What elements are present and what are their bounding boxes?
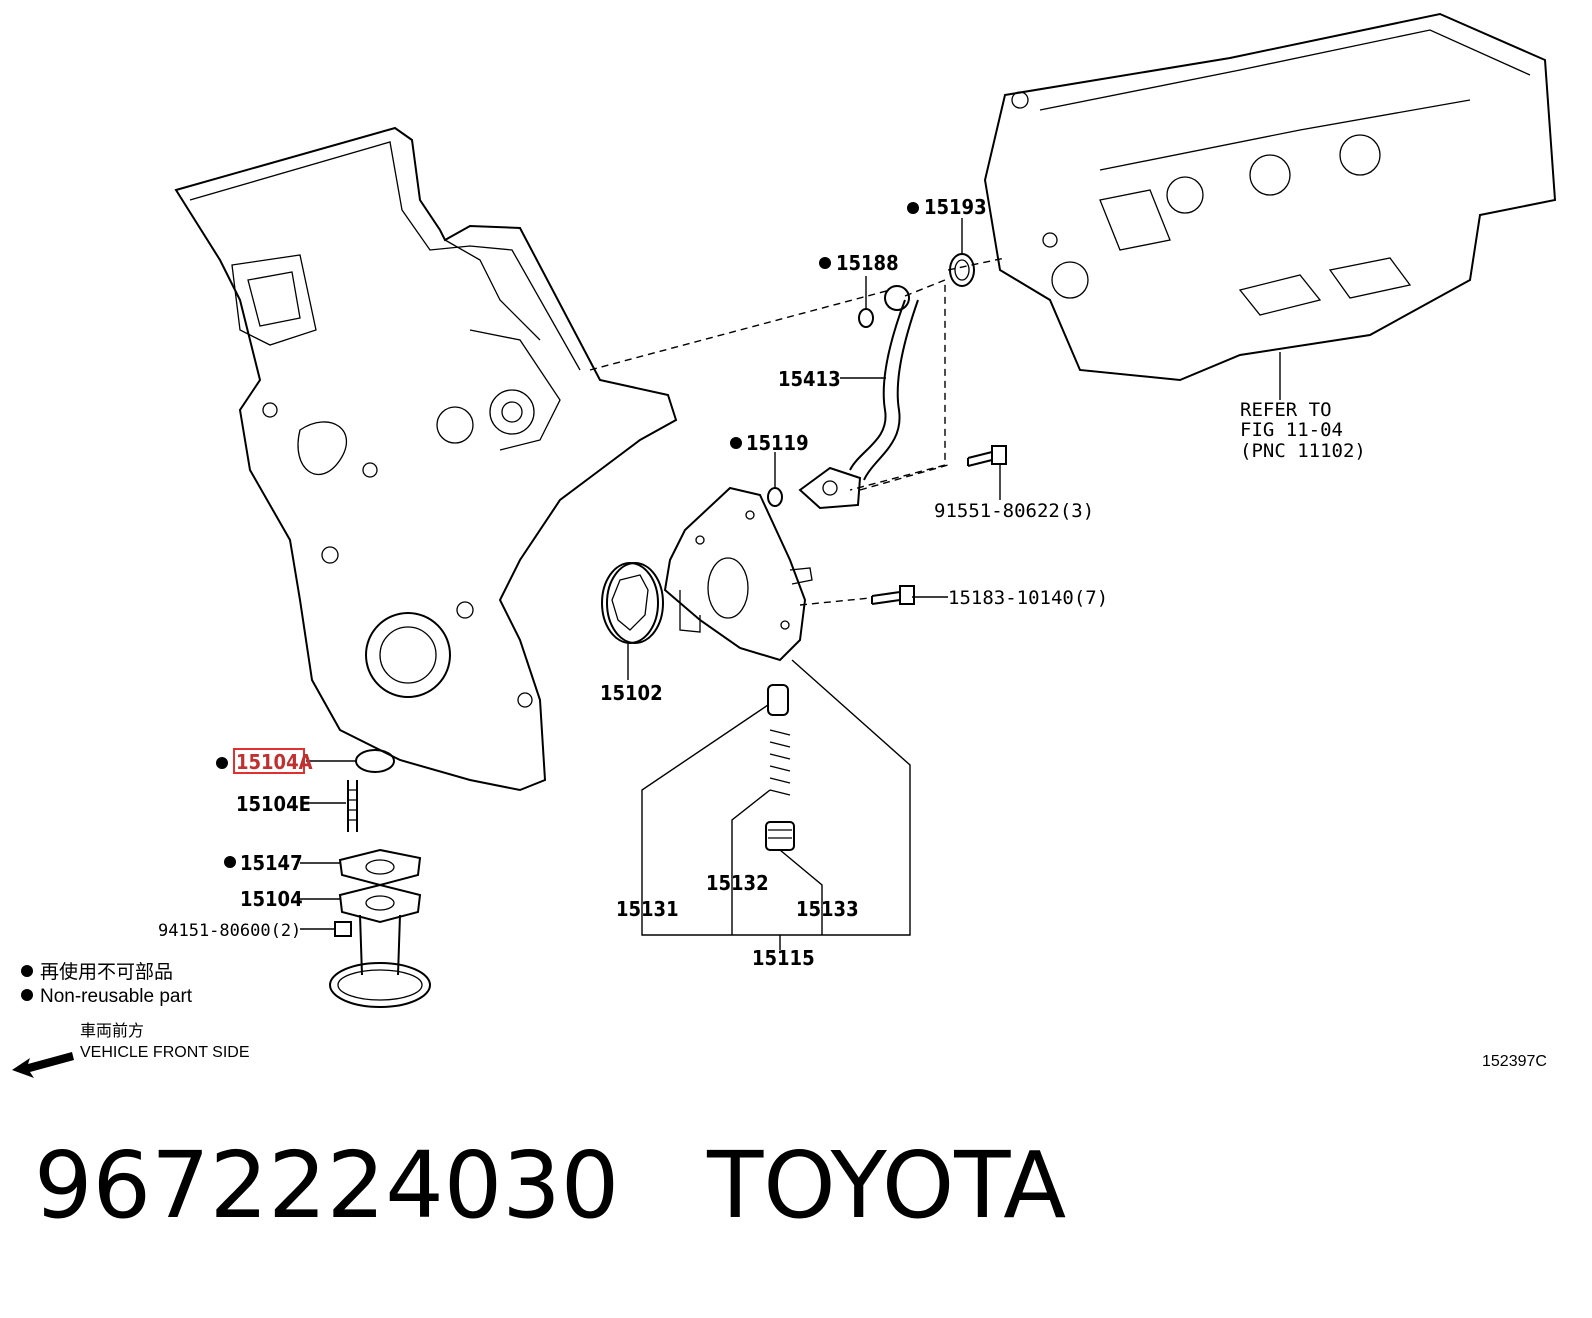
timing-cover-drawing [174, 126, 678, 792]
oring-15119 [767, 487, 783, 507]
stud-15104E [347, 780, 358, 832]
bolt-15183 [871, 585, 915, 605]
nonreusable-markers [21, 202, 919, 1001]
relief-valve-parts [765, 684, 795, 851]
bolt-91551 [967, 445, 1007, 467]
cylinder-head-drawing [983, 12, 1557, 382]
oring-15188 [858, 308, 874, 328]
label-91551: 91551-80622(3) [934, 500, 1094, 522]
label-15183: 15183-10140(7) [948, 587, 1108, 609]
label-15131: 15131 [616, 897, 679, 921]
oring-15104A [355, 749, 395, 773]
leader-lines [300, 218, 1281, 950]
label-15104A: 15104A [236, 750, 313, 774]
front-en: VEHICLE FRONT SIDE [80, 1044, 250, 1061]
label-15133: 15133 [796, 897, 859, 921]
brand-name: TOYOTA [707, 1132, 1067, 1239]
label-refer-2: FIG 11-04 [1240, 419, 1343, 441]
label-15188: 15188 [836, 251, 899, 275]
part-title: 9672224030 TOYOTA [34, 1140, 1066, 1232]
label-15147: 15147 [240, 851, 303, 875]
label-refer-1: REFER TO [1240, 399, 1332, 421]
figure-code: 152397C [1482, 1053, 1547, 1070]
gasket-15147 [338, 848, 422, 887]
label-15104E: 15104E [236, 792, 311, 816]
oil-pipe-15413 [798, 285, 919, 510]
label-15102: 15102 [600, 681, 663, 705]
label-15119: 15119 [746, 431, 809, 455]
label-15413: 15413 [778, 367, 841, 391]
legend-jp: 再使用不可部品 [40, 961, 173, 983]
rotor-15102 [601, 562, 664, 644]
front-arrow-icon [12, 1052, 74, 1078]
legend-en: Non-reusable part [40, 986, 193, 1007]
oil-pump-body [663, 486, 813, 662]
label-refer-3: (PNC 11102) [1240, 440, 1366, 462]
part-labels: 15193 15188 15413 15119 91551-80622(3) 1… [158, 195, 1366, 970]
label-15193: 15193 [924, 195, 987, 219]
dashed-guides [589, 257, 1006, 606]
label-94151: 94151-80600(2) [158, 921, 301, 941]
part-number: 9672224030 [34, 1132, 620, 1239]
oring-15193 [949, 253, 975, 287]
nut-94151 [334, 921, 352, 937]
strainer-15104 [329, 883, 431, 1008]
label-15132: 15132 [706, 871, 769, 895]
highlight-box [233, 748, 305, 774]
front-jp: 車両前方 [80, 1022, 144, 1040]
legend: 再使用不可部品 Non-reusable part 車両前方 VEHICLE F… [12, 961, 1547, 1078]
label-15115: 15115 [752, 946, 815, 970]
label-15104: 15104 [240, 887, 303, 911]
